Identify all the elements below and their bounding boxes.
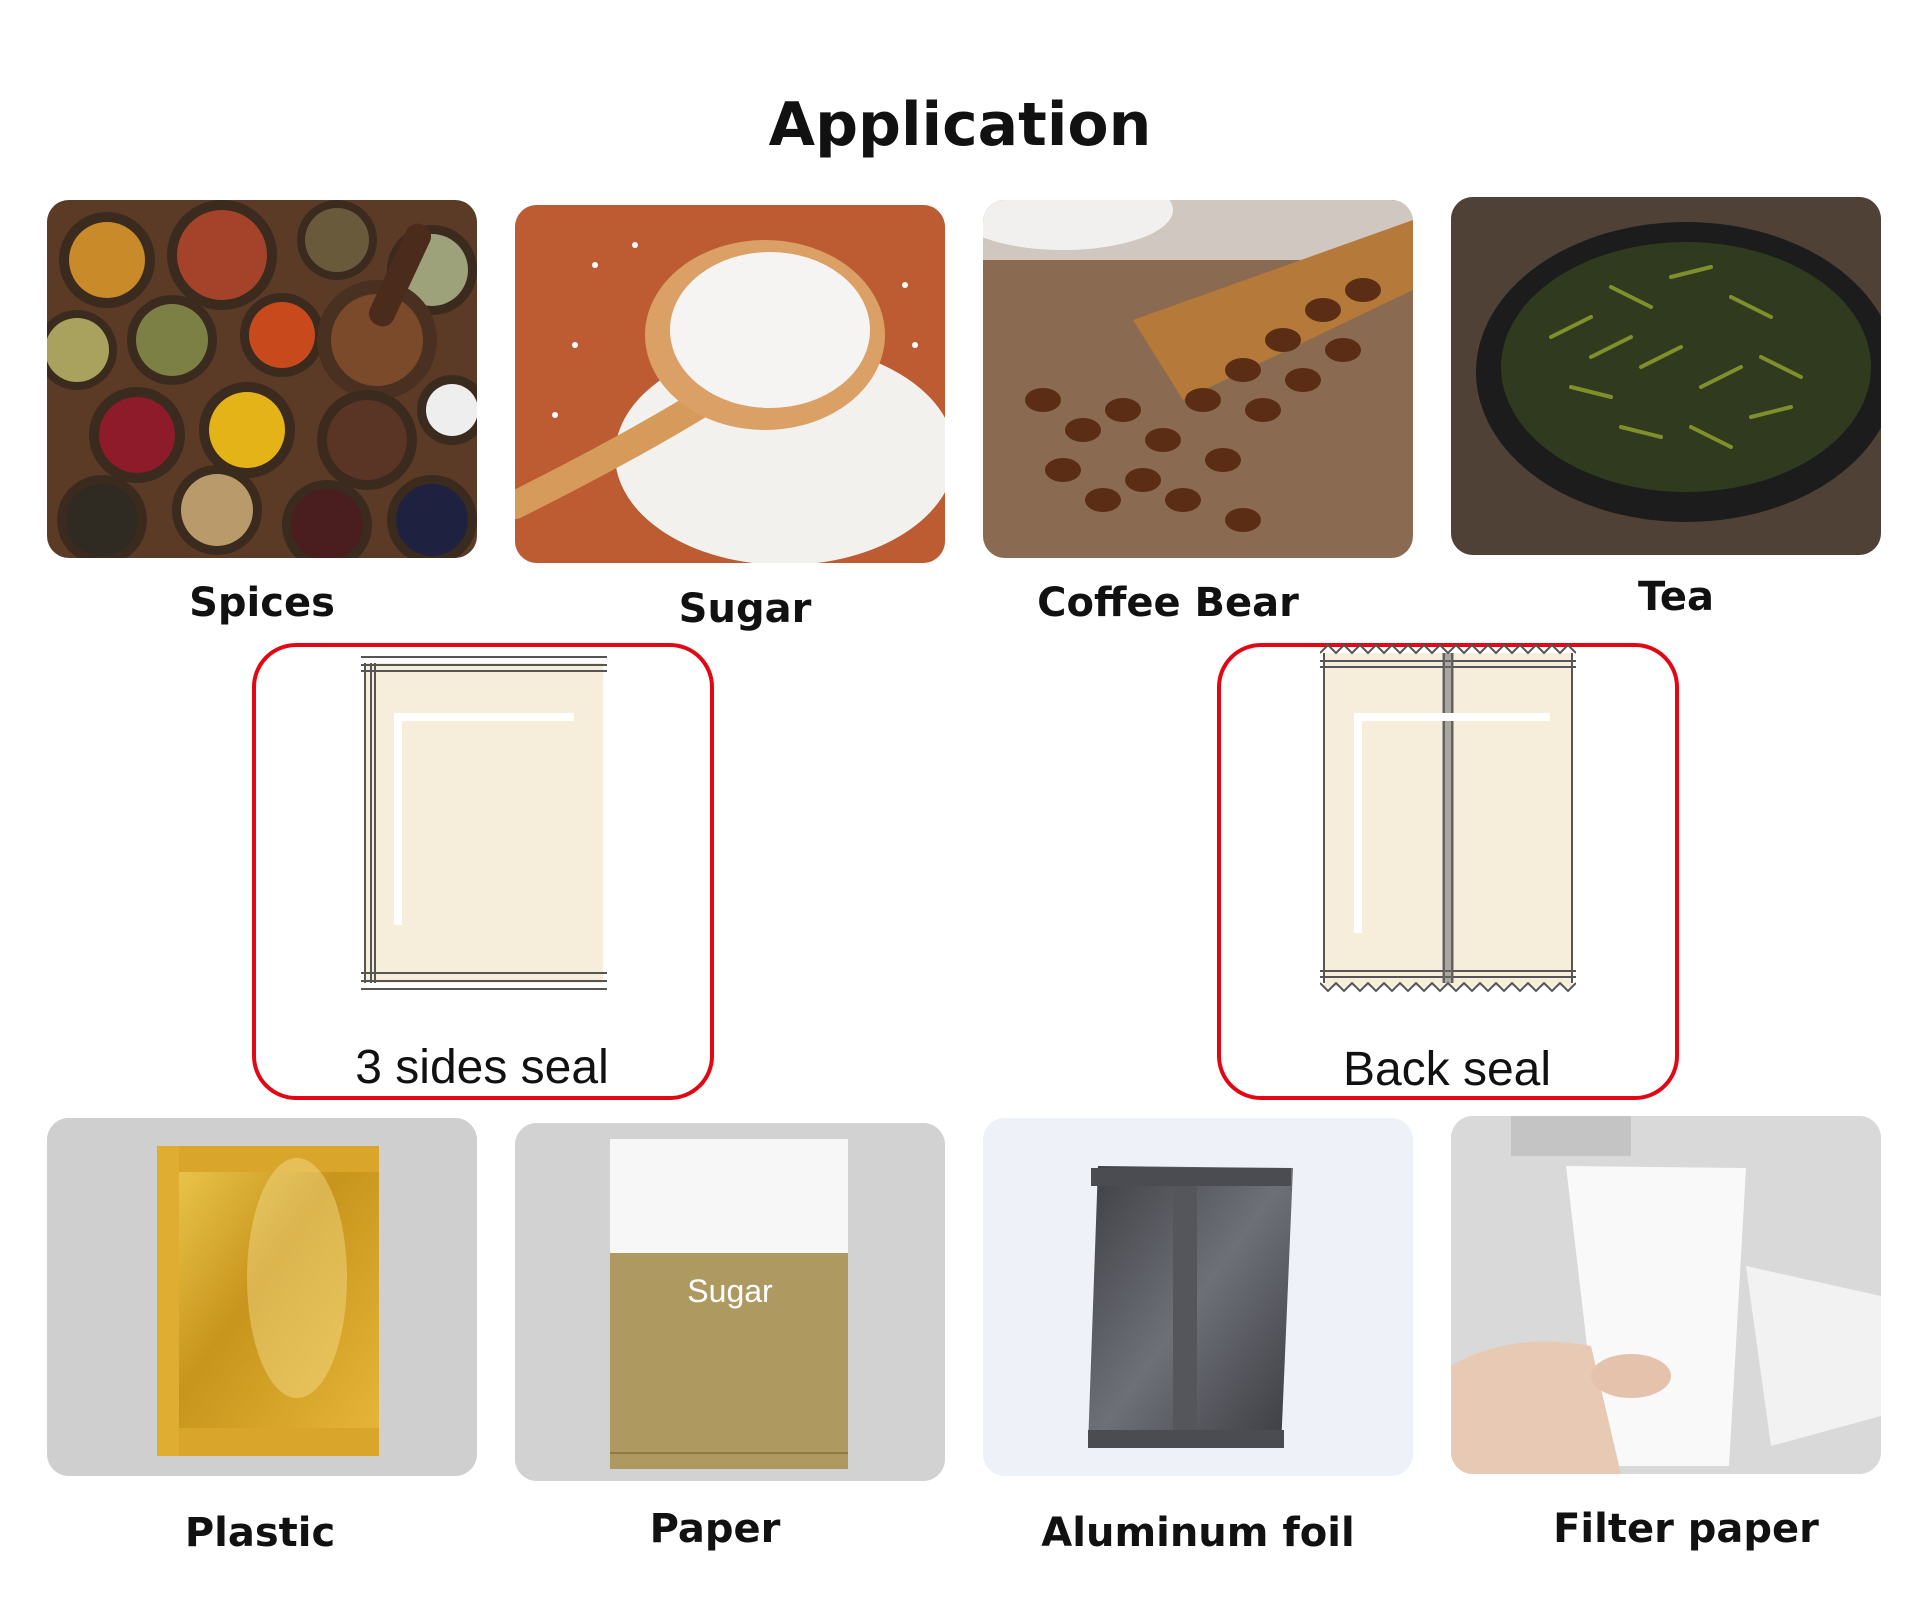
aluminum-foil-sachet-photo bbox=[983, 1118, 1413, 1476]
paper-sachet-photo: Sugar bbox=[515, 1123, 945, 1481]
application-label-coffee: Coffee Bear bbox=[1037, 580, 1299, 626]
material-label-paper: Paper bbox=[649, 1506, 781, 1552]
page-title: Application bbox=[768, 90, 1152, 160]
paper-sachet-print: Sugar bbox=[687, 1273, 773, 1309]
coffee-beans-photo bbox=[983, 200, 1413, 558]
three-side-seal-label: 3 sides seal bbox=[355, 1041, 609, 1094]
spices-photo bbox=[47, 200, 477, 558]
three-side-seal-diagram bbox=[361, 653, 607, 995]
material-label-plastic: Plastic bbox=[184, 1510, 336, 1556]
sugar-photo bbox=[515, 205, 945, 563]
tea-photo bbox=[1451, 197, 1881, 555]
back-seal-label: Back seal bbox=[1342, 1043, 1552, 1096]
back-seal-diagram bbox=[1319, 643, 1577, 998]
plastic-sachet-photo bbox=[47, 1118, 477, 1476]
filter-paper-sachet-photo bbox=[1451, 1116, 1881, 1474]
back-seal-frame bbox=[1217, 643, 1679, 1100]
application-label-tea: Tea bbox=[1637, 574, 1715, 620]
three-side-seal-frame bbox=[252, 643, 714, 1100]
application-label-sugar: Sugar bbox=[678, 586, 812, 632]
material-label-aluminum: Aluminum foil bbox=[1041, 1510, 1355, 1556]
application-label-spices: Spices bbox=[189, 580, 335, 626]
material-label-filter-paper: Filter paper bbox=[1553, 1506, 1819, 1552]
